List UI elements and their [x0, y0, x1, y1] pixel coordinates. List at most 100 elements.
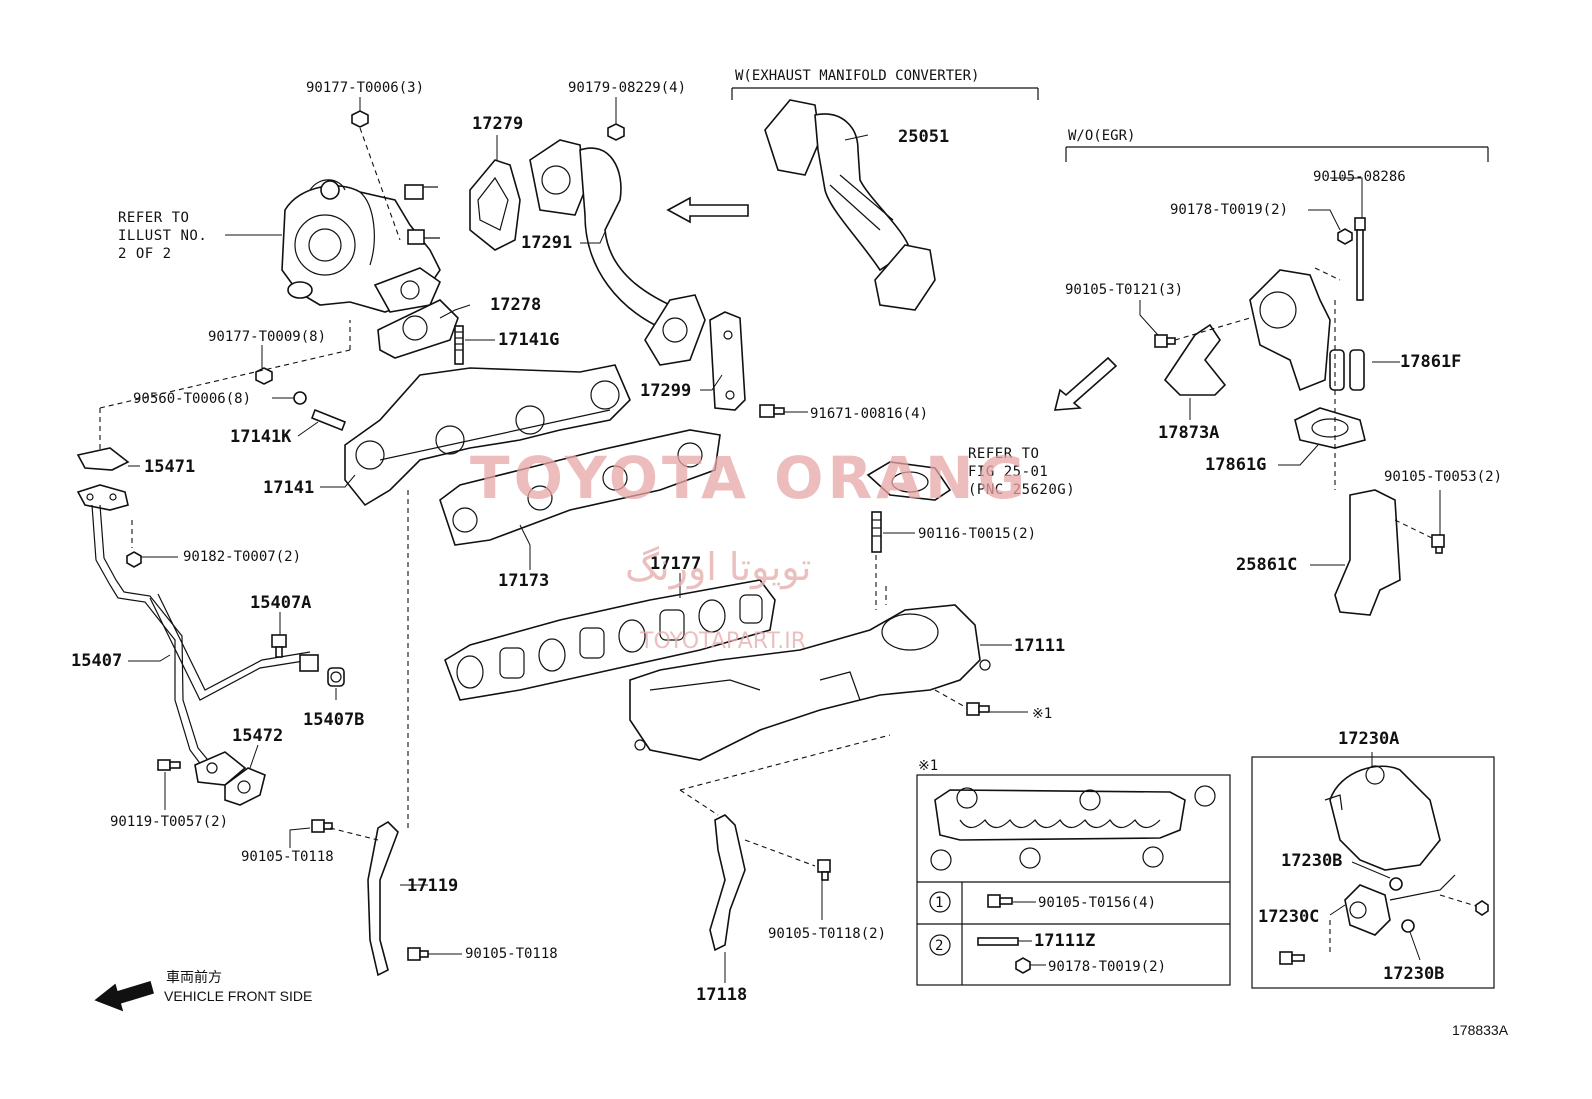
- label-90116-T0015: 90116-T0015(2): [918, 526, 1036, 542]
- label-17873A: 17873A: [1158, 423, 1219, 443]
- label-17230B-bottom: 17230B: [1383, 964, 1444, 984]
- label-90105-T0053: 90105-T0053(2): [1384, 469, 1502, 485]
- label-90177-T0009: 90177-T0009(8): [208, 329, 326, 345]
- label-17291: 17291: [521, 233, 572, 253]
- bolt-90105-T0118-bottom: [407, 947, 429, 961]
- label-90182-T0007: 90182-T0007(2): [183, 549, 301, 565]
- part-labels: 90177-T0006(3) 90179-08229(4) W(EXHAUST …: [71, 68, 1509, 1038]
- oil-pipe-15407: [76, 447, 319, 786]
- label-90105-T0121: 90105-T0121(3): [1065, 282, 1183, 298]
- label-vehicle-front-jp: 車両前方: [166, 969, 222, 986]
- bolt-91671-00816: [759, 404, 785, 418]
- label-90177-T0006: 90177-T0006(3): [306, 80, 424, 96]
- label-17141: 17141: [263, 478, 314, 498]
- label-90105-08286: 90105-08286: [1313, 169, 1406, 185]
- label-17278: 17278: [490, 295, 541, 315]
- gasket-25620G: [866, 461, 952, 501]
- label-refer-illust-line3: 2 OF 2: [118, 246, 172, 262]
- label-15407: 15407: [71, 651, 122, 671]
- stay-17118: [679, 734, 891, 952]
- bolt-90105-08286: [1354, 217, 1366, 301]
- stud-90116-T0015: [871, 511, 882, 610]
- label-15471: 15471: [144, 457, 195, 477]
- exhaust-pipe-17291: [529, 139, 706, 366]
- bolt-mark1: [934, 689, 990, 716]
- label-90105-T0156: 90105-T0156(4): [1038, 895, 1156, 911]
- converter-25051: [764, 99, 936, 311]
- label-mark1: ※1: [1032, 706, 1052, 722]
- gasket-17177: [444, 579, 776, 701]
- gasket-17278-shape: [377, 299, 459, 359]
- bolt-90105-T0118-2: [744, 839, 831, 881]
- label-row1-num: 1: [935, 895, 943, 911]
- label-17118: 17118: [696, 985, 747, 1005]
- label-refer-fig-line3: (PNC 25620G): [968, 482, 1075, 498]
- label-17299: 17299: [640, 381, 691, 401]
- gasket-15472: [224, 767, 266, 806]
- bolt-90119-T0057: [157, 759, 181, 771]
- label-exhaust-converter: W(EXHAUST MANIFOLD CONVERTER): [735, 68, 979, 84]
- label-90178-T0019-top: 90178-T0019(2): [1170, 202, 1288, 218]
- label-17230C: 17230C: [1258, 907, 1319, 927]
- intake-manifold-17111: [629, 604, 991, 761]
- label-refer-illust-line1: REFER TO: [118, 210, 189, 226]
- watermark-brand: TOYOTA ORANG: [470, 444, 1029, 512]
- label-refer-fig-line2: FIG 25-01: [968, 464, 1048, 480]
- label-refer-fig-line1: REFER TO: [968, 446, 1039, 462]
- bracket-17299-shape: [709, 311, 746, 411]
- watermark-persian: تویوتا اورنگ: [625, 545, 812, 590]
- direction-arrow-left: [666, 196, 749, 224]
- stud-17141K: [310, 408, 347, 432]
- bolt-90105-T0121: [1154, 317, 1251, 348]
- label-17141G: 17141G: [498, 330, 559, 350]
- label-17173: 17173: [498, 571, 549, 591]
- label-90560-T0006: 90560-T0006(8): [133, 391, 251, 407]
- stud-17141G: [454, 325, 464, 365]
- label-inset-mark: ※1: [918, 758, 938, 774]
- label-91671-00816: 91671-00816(4): [810, 406, 928, 422]
- gasket-17861G: [1294, 407, 1366, 449]
- bolt-90105-T0053: [1394, 519, 1445, 554]
- nut-90179-08229: [607, 123, 625, 141]
- label-90105-T0118-c: 90105-T0118(2): [768, 926, 886, 942]
- label-refer-illust-line2: ILLUST NO.: [118, 228, 207, 244]
- label-15407B: 15407B: [303, 710, 364, 730]
- label-90105-T0118-b: 90105-T0118: [465, 946, 558, 962]
- gasket-17279-shape: [469, 159, 521, 251]
- label-90105-T0118-a: 90105-T0118: [241, 849, 334, 865]
- inset-detail-table: [916, 774, 1231, 986]
- label-15407A: 15407A: [250, 593, 311, 613]
- plug-15407B: [327, 667, 345, 687]
- label-diagram-id: 178833A: [1452, 1022, 1509, 1038]
- label-wo-egr: W/O(EGR): [1068, 128, 1135, 144]
- label-vehicle-front-en: VEHICLE FRONT SIDE: [164, 988, 312, 1004]
- label-17230B-top: 17230B: [1281, 851, 1342, 871]
- label-17111: 17111: [1014, 636, 1065, 656]
- label-15472: 15472: [232, 726, 283, 746]
- nut-90182-T0007: [126, 551, 142, 568]
- label-17111Z: 17111Z: [1034, 931, 1095, 951]
- nut-90178-T0019-top: [1337, 228, 1353, 245]
- label-90178-T0019-inset: 90178-T0019(2): [1048, 959, 1166, 975]
- leader-lines: [128, 97, 1441, 983]
- nut-90177-T0009: [255, 367, 273, 385]
- bolt-15407A: [271, 634, 287, 658]
- stay-17119: [367, 490, 409, 977]
- label-17230A: 17230A: [1338, 729, 1399, 749]
- label-17141K: 17141K: [230, 427, 292, 447]
- watermark-site: TOYOTAPART.IR: [639, 629, 806, 654]
- direction-arrow-diag: [1053, 356, 1118, 411]
- label-17861F: 17861F: [1400, 352, 1461, 372]
- turbocharger-drawing: [281, 179, 441, 313]
- label-90179-08229: 90179-08229(4): [568, 80, 686, 96]
- bolt-90105-T0118-top: [311, 819, 379, 841]
- label-17861G: 17861G: [1205, 455, 1266, 475]
- label-17119: 17119: [407, 876, 458, 896]
- label-17177: 17177: [650, 554, 701, 574]
- label-90119-T0057: 90119-T0057(2): [110, 814, 228, 830]
- label-25051: 25051: [898, 127, 949, 147]
- bracket-17873A: [1163, 323, 1227, 396]
- washer-90560-T0006: [293, 391, 307, 405]
- label-25861C: 25861C: [1236, 555, 1297, 575]
